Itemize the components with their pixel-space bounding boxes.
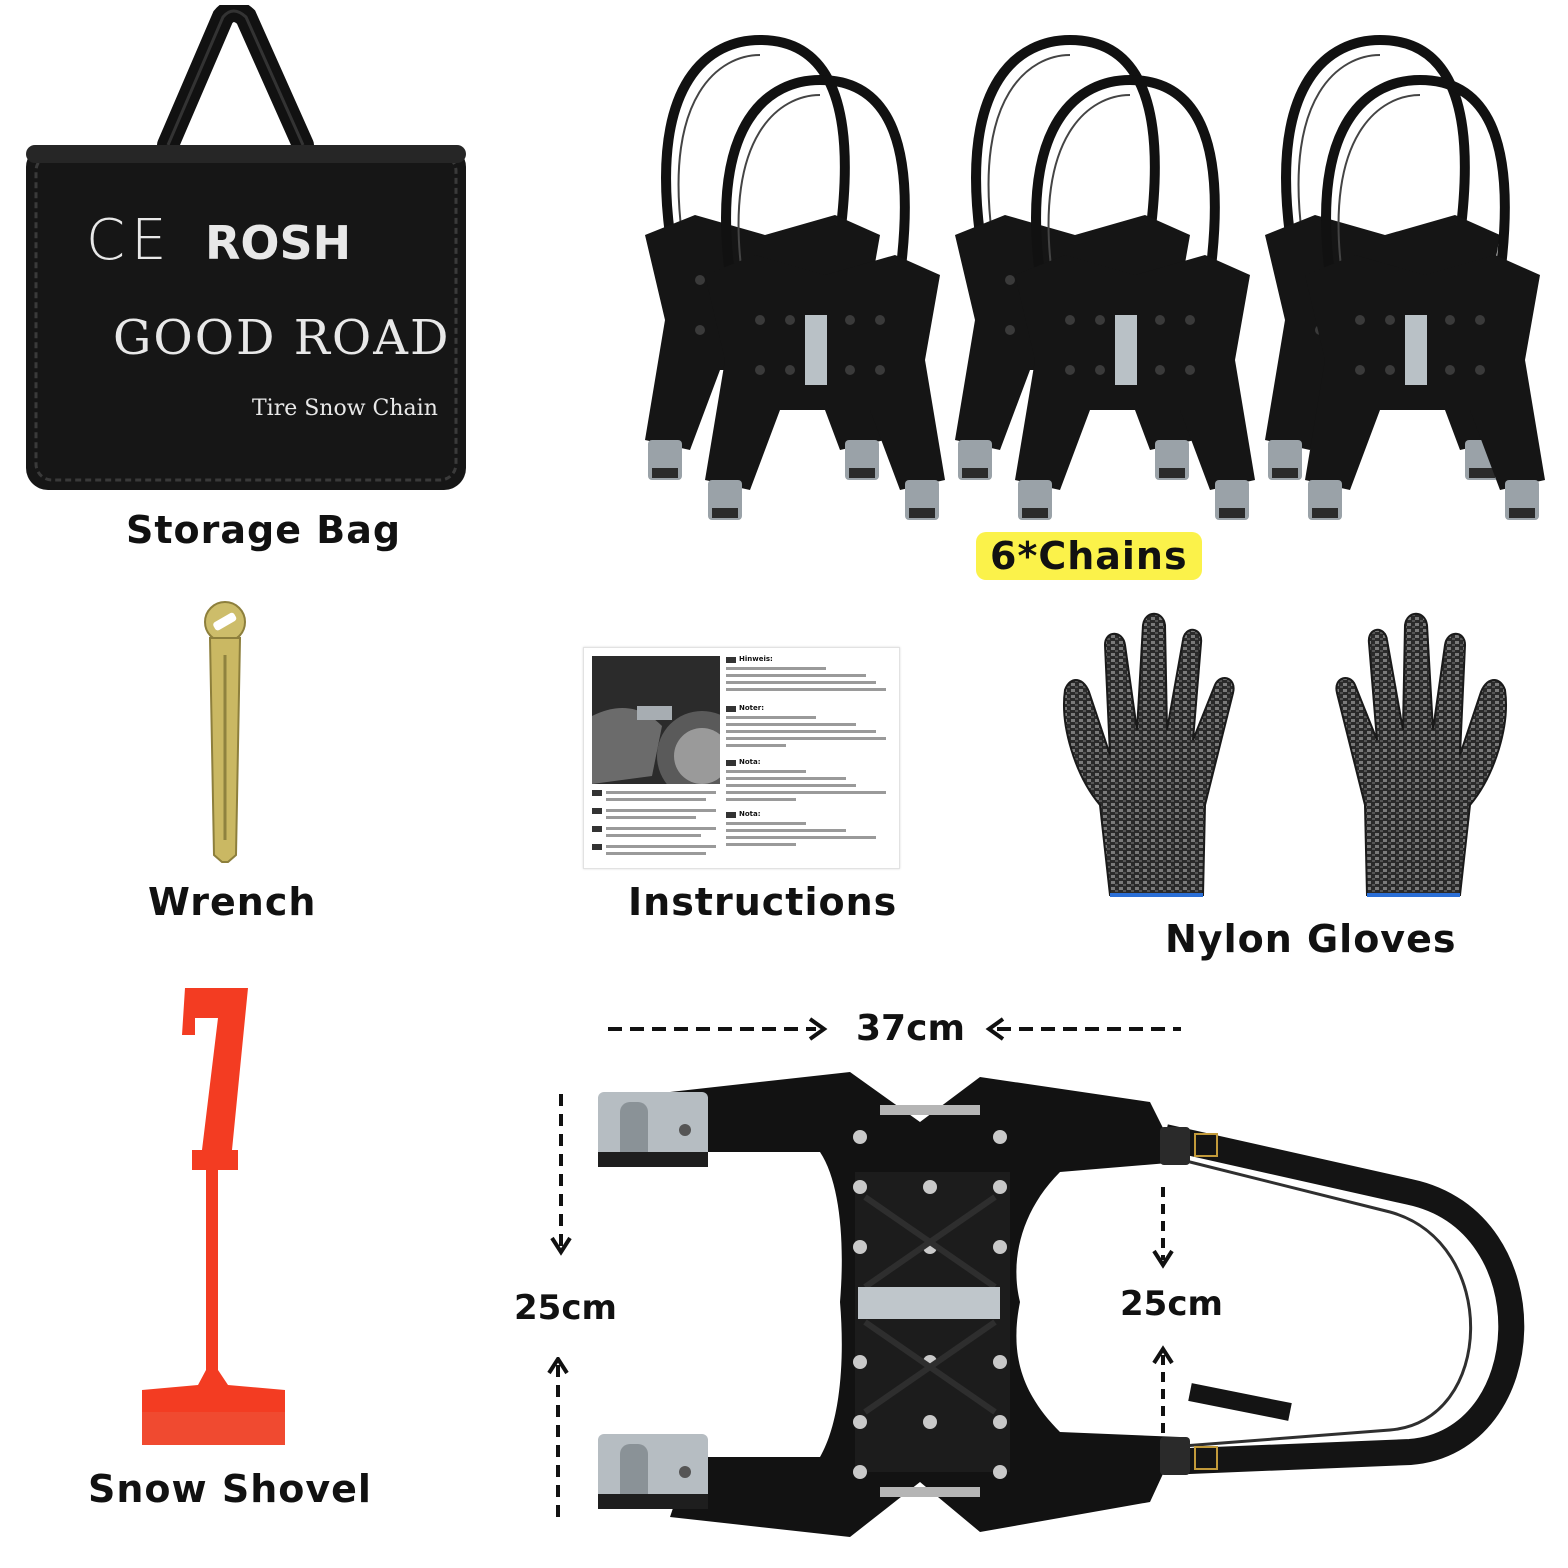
chains-image	[630, 20, 1550, 520]
snow-shovel-image	[142, 988, 285, 1445]
instructions-label: Instructions	[628, 880, 898, 924]
bag-tire-snow-chain-text: Tire Snow Chain	[252, 396, 438, 421]
instructions-photo	[592, 656, 747, 801]
nylon-gloves-image	[1062, 611, 1508, 897]
nylon-gloves-label: Nylon Gloves	[1165, 917, 1457, 961]
bag-ce-mark: CE	[86, 208, 173, 273]
wrench-image	[204, 601, 246, 863]
chains-label: 6*Chains	[976, 532, 1202, 580]
height-arrow-left-top	[550, 1094, 572, 1256]
flag-fr-icon	[726, 706, 736, 712]
instructions-heading-4: Nota:	[739, 810, 761, 818]
bag-good-road-text: GOOD ROAD	[113, 310, 451, 366]
storage-bag-image	[26, 5, 466, 490]
flag-de-icon	[726, 657, 736, 663]
flag-es-icon	[726, 812, 736, 818]
height-arrow-left-bottom	[547, 1357, 569, 1517]
instructions-heading-2: Noter:	[739, 704, 765, 712]
bag-brand-text: ROSH	[205, 216, 352, 270]
height-arrow-right-bottom	[1152, 1345, 1174, 1433]
width-arrow-left	[608, 1017, 828, 1041]
snow-shovel-label: Snow Shovel	[88, 1467, 372, 1511]
height-arrow-right-top	[1152, 1187, 1174, 1269]
width-arrow-right	[985, 1017, 1181, 1041]
height-dimension-right-label: 25cm	[1120, 1284, 1223, 1324]
storage-bag-label: Storage Bag	[126, 508, 402, 552]
flag-it-icon	[726, 760, 736, 766]
wrench-label: Wrench	[148, 880, 317, 924]
width-dimension-label: 37cm	[856, 1008, 965, 1049]
instructions-card-image: Hinweis: Noter: Nota: Nota:	[583, 647, 900, 869]
instructions-heading-3: Nota:	[739, 758, 761, 766]
single-chain-dimension-image	[598, 1072, 1525, 1537]
instructions-heading-1: Hinweis:	[739, 655, 773, 663]
height-dimension-left-label: 25cm	[514, 1288, 617, 1328]
